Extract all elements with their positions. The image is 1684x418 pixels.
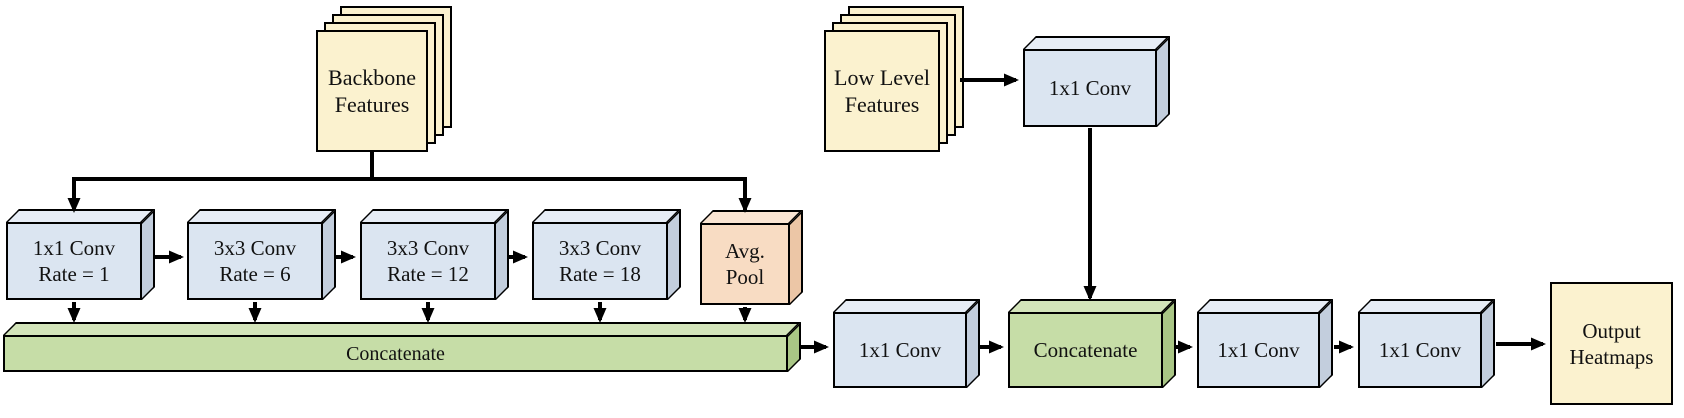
box-top-face	[3, 322, 801, 335]
aspp-concatenate-label: Concatenate	[3, 335, 788, 372]
aspp-1x1-label: 1x1 Conv Rate = 1	[6, 222, 142, 300]
box-side-face	[496, 209, 509, 300]
box-top-face	[1023, 36, 1170, 49]
decoder-conv2-label: 1x1 Conv	[1358, 312, 1482, 388]
node-low-level-conv: 1x1 Conv	[1023, 36, 1170, 127]
box-side-face	[967, 299, 980, 388]
box-side-face	[142, 209, 155, 300]
box-side-face	[1163, 299, 1176, 388]
node-aspp-3x3-rate6: 3x3 Conv Rate = 6	[187, 209, 336, 300]
node-decoder-concatenate: Concatenate	[1008, 299, 1176, 388]
label-line: Backbone	[328, 65, 416, 90]
node-aspp-3x3-rate12: 3x3 Conv Rate = 12	[360, 209, 509, 300]
box-top-face	[6, 209, 155, 222]
box-top-face	[1197, 299, 1333, 312]
node-aspp-3x3-rate18: 3x3 Conv Rate = 18	[532, 209, 681, 300]
label-line: Rate = 18	[559, 262, 641, 286]
box-top-face	[833, 299, 980, 312]
label-line: Rate = 6	[219, 262, 291, 286]
node-aspp-concatenate: Concatenate	[3, 322, 801, 372]
node-output-heatmaps: Output Heatmaps	[1550, 282, 1673, 405]
node-aspp-1x1-conv: 1x1 Conv Rate = 1	[6, 209, 155, 300]
node-avg-pool: Avg. Pool	[700, 210, 803, 305]
aspp-rate18-label: 3x3 Conv Rate = 18	[532, 222, 668, 300]
box-side-face	[790, 210, 803, 305]
aspp-rate6-label: 3x3 Conv Rate = 6	[187, 222, 323, 300]
label-line: Features	[334, 92, 410, 117]
box-side-face	[323, 209, 336, 300]
avg-pool-label: Avg. Pool	[700, 223, 790, 305]
projection-conv-label: 1x1 Conv	[833, 312, 967, 388]
label-line: Concatenate	[1033, 338, 1138, 362]
node-decoder-conv2: 1x1 Conv	[1358, 299, 1495, 388]
aspp-rate12-label: 3x3 Conv Rate = 12	[360, 222, 496, 300]
box-side-face	[1482, 299, 1495, 388]
box-side-face	[1320, 299, 1333, 388]
box-top-face	[1008, 299, 1176, 312]
label-line: Concatenate	[346, 342, 445, 365]
low-level-conv-label: 1x1 Conv	[1023, 49, 1157, 127]
label-line: 1x1 Conv	[1378, 338, 1462, 362]
label-line: Features	[844, 92, 920, 117]
low-level-features-label: Low Level Features	[824, 30, 940, 152]
node-decoder-conv1: 1x1 Conv	[1197, 299, 1333, 388]
box-side-face	[1157, 36, 1170, 127]
label-line: 1x1 Conv	[858, 338, 942, 362]
decoder-conv1-label: 1x1 Conv	[1197, 312, 1320, 388]
label-line: Rate = 1	[38, 262, 110, 286]
label-line: Low Level	[834, 65, 930, 90]
label-line: 3x3 Conv	[213, 236, 297, 260]
box-top-face	[532, 209, 681, 222]
label-line: 1x1 Conv	[1217, 338, 1300, 362]
label-line: 1x1 Conv	[32, 236, 116, 260]
label-line: 1x1 Conv	[1048, 76, 1132, 100]
box-side-face	[668, 209, 681, 300]
label-line: 3x3 Conv	[558, 236, 642, 260]
label-line: Avg.	[725, 239, 765, 263]
label-line: Rate = 12	[387, 262, 469, 286]
box-top-face	[700, 210, 803, 223]
box-top-face	[360, 209, 509, 222]
label-line: Output	[1582, 318, 1641, 343]
decoder-concatenate-label: Concatenate	[1008, 312, 1163, 388]
backbone-features-label: Backbone Features	[316, 30, 428, 152]
box-top-face	[1358, 299, 1495, 312]
node-projection-conv: 1x1 Conv	[833, 299, 980, 388]
box-top-face	[187, 209, 336, 222]
label-line: Heatmaps	[1569, 344, 1654, 369]
label-line: Pool	[725, 265, 765, 289]
label-line: 3x3 Conv	[386, 236, 470, 260]
